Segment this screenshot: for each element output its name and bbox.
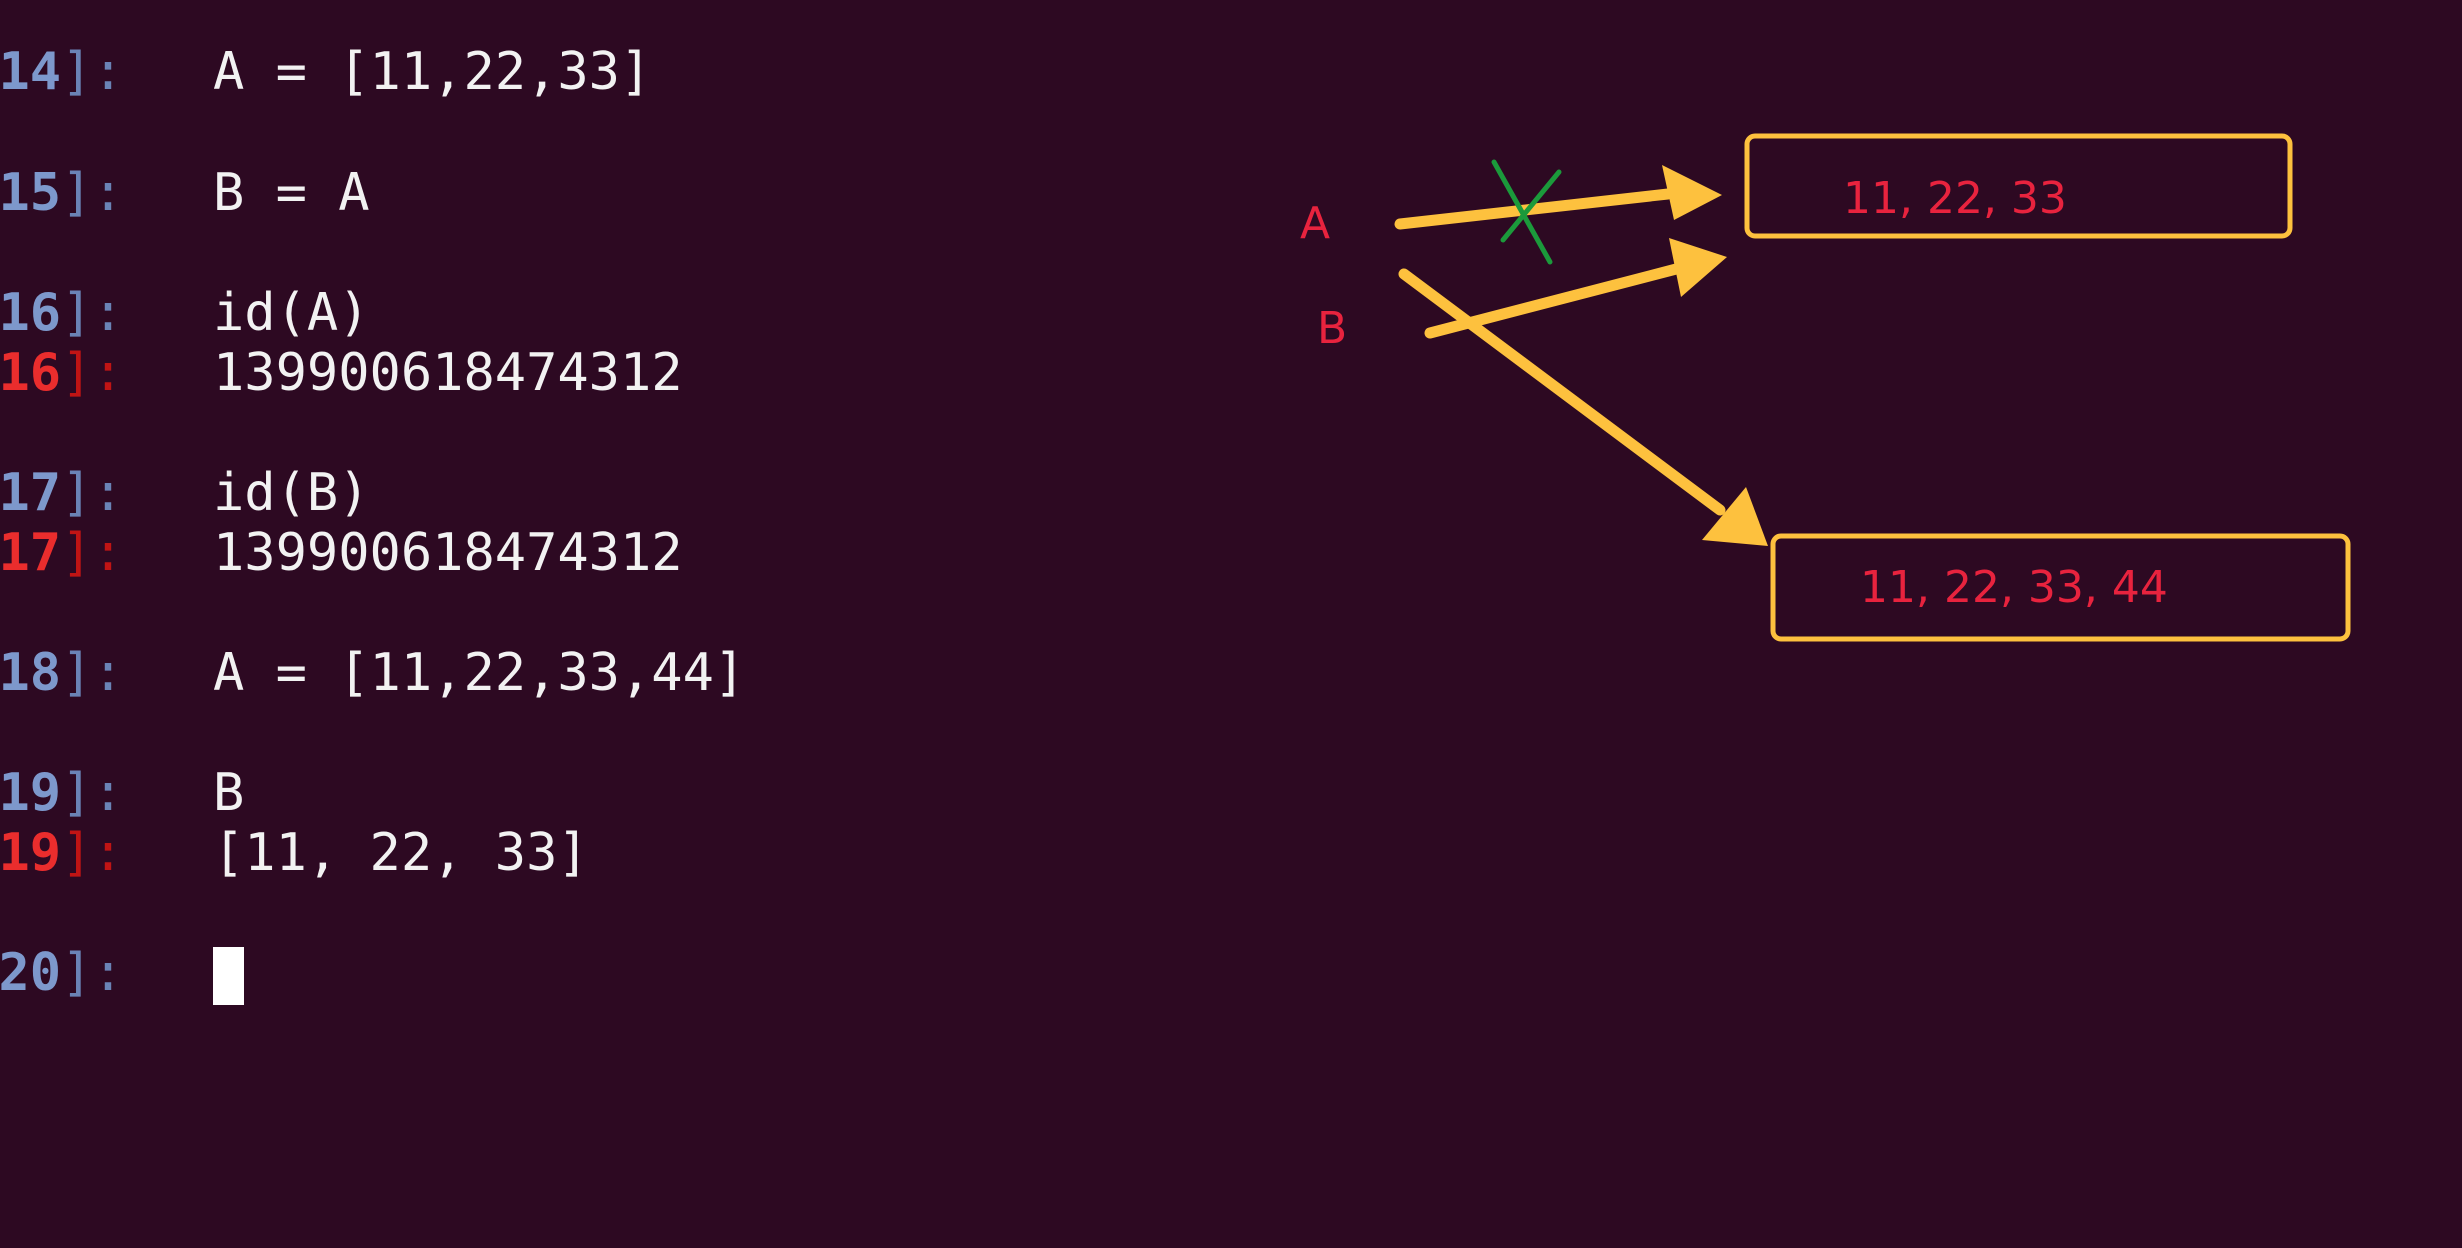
in-prompt: [19]: xyxy=(0,763,155,823)
memory-box-1 xyxy=(1744,133,2293,239)
in-prompt: [18]: xyxy=(0,643,155,703)
arrow-a-to-box-1 xyxy=(1394,165,1722,230)
cell-code: A = [11,22,33,44] xyxy=(213,643,746,703)
in-prompt: [15]: xyxy=(0,163,155,223)
output-cell-16: t[16]: 139900618474312 xyxy=(0,343,683,403)
memory-box-1-text: 11, 22, 33 xyxy=(1843,173,2067,224)
label-a: A xyxy=(1300,198,1330,249)
out-prompt: t[16]: xyxy=(0,343,155,403)
cell-code: B = A xyxy=(213,163,370,223)
input-cell-18: [18]: A = [11,22,33,44] xyxy=(0,643,745,703)
memory-box-2 xyxy=(1770,533,2351,642)
cell-code: id(B) xyxy=(213,463,370,523)
output-cell-19: t[19]: [11, 22, 33] xyxy=(0,823,589,883)
label-b: B xyxy=(1317,303,1347,354)
in-prompt: [14]: xyxy=(0,42,155,102)
memory-box-2-text: 11, 22, 33, 44 xyxy=(1860,562,2168,613)
input-cell-14: [14]: A = [11,22,33] xyxy=(0,42,651,102)
in-prompt: [17]: xyxy=(0,463,155,523)
output-cell-17: t[17]: 139900618474312 xyxy=(0,523,683,583)
input-cell-17: [17]: id(B) xyxy=(0,463,370,523)
out-prompt: t[19]: xyxy=(0,823,155,883)
cell-code: id(A) xyxy=(213,283,370,343)
input-cell-19: [19]: B xyxy=(0,763,244,823)
out-prompt: t[17]: xyxy=(0,523,155,583)
input-cell-15: [15]: B = A xyxy=(0,163,370,223)
cell-code: A = [11,22,33] xyxy=(213,42,652,102)
in-prompt: [20]: xyxy=(0,943,155,1003)
input-cell-16: [16]: id(A) xyxy=(0,283,370,343)
in-prompt: [16]: xyxy=(0,283,155,343)
cell-output: [11, 22, 33] xyxy=(213,823,589,883)
input-cell-20[interactable]: [20]: xyxy=(0,943,244,1005)
cell-output: 139900618474312 xyxy=(213,523,683,583)
text-cursor xyxy=(213,947,244,1005)
cell-code: B xyxy=(213,763,245,823)
cell-output: 139900618474312 xyxy=(213,343,683,403)
cross-mark-icon xyxy=(1491,159,1562,265)
arrow-a-to-box-2 xyxy=(1398,268,1768,546)
arrow-b-to-box-1 xyxy=(1424,238,1727,339)
ipython-terminal[interactable]: [14]: A = [11,22,33] [15]: B = A [16]: i… xyxy=(0,0,1200,1100)
